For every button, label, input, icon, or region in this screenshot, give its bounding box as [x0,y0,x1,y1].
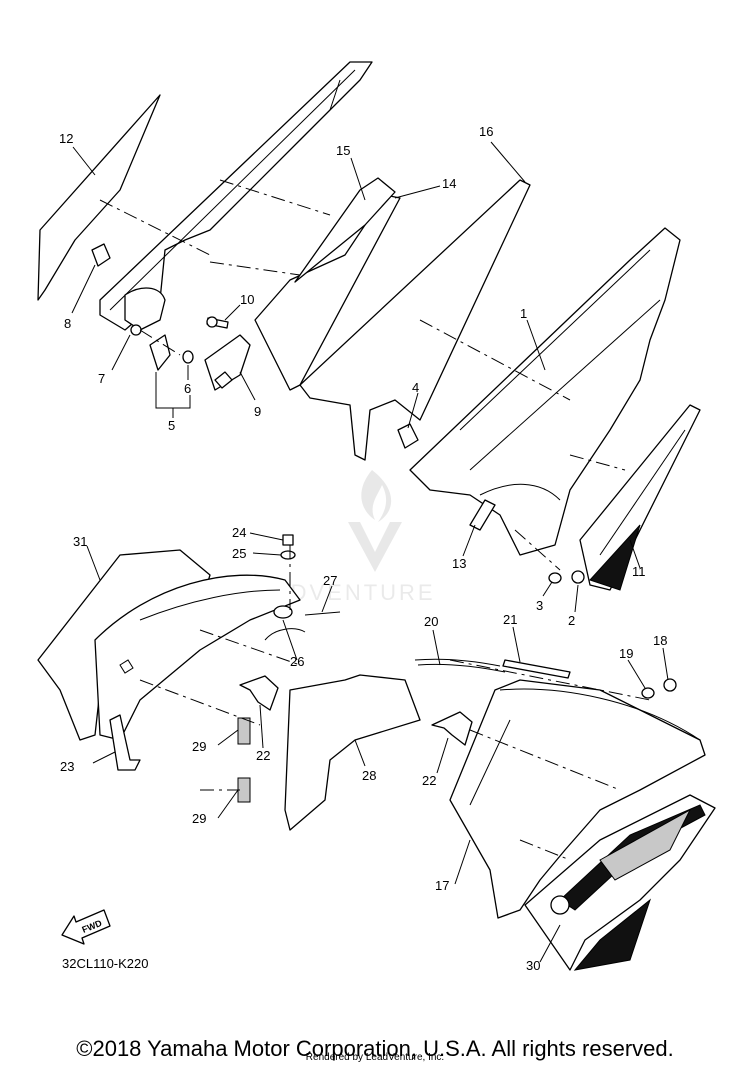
diagram-code: 32CL110-K220 [62,956,149,971]
frame-cover [99,61,373,331]
fwd-arrow-icon: FWD [61,909,111,945]
washer-25 [280,550,296,560]
bolt-2 [571,570,585,584]
side-cover-1 [409,227,681,556]
callout-1: 1 [520,306,527,321]
damper-22b [431,711,473,746]
callout-11: 11 [632,564,646,579]
callout-29b: 29 [192,811,206,826]
bolt-7 [130,324,142,336]
damper-22a [239,675,279,711]
callout-20: 20 [424,614,438,629]
rendered-by-credit: Rendered by LeadVenture, Inc. [305,1052,445,1063]
callout-17: 17 [435,878,449,893]
leader-lines [71,141,669,963]
side-panel-12 [37,94,161,301]
callout-30: 30 [526,958,540,973]
panel-28 [284,674,421,831]
callout-25: 25 [232,546,246,561]
clip-4 [397,423,419,449]
strip-21 [502,659,571,679]
washer-3 [548,572,562,584]
callout-8: 8 [64,316,71,331]
callout-21: 21 [503,612,517,627]
bolt-18 [663,678,677,692]
callout-12: 12 [59,131,73,146]
washer-19 [641,687,655,699]
callout-10: 10 [240,292,254,307]
graphic-30 [524,794,716,971]
damper-15 [294,177,396,283]
callout-13: 13 [452,556,466,571]
callout-7: 7 [98,371,105,386]
cover-16 [299,179,531,461]
callout-31: 31 [73,534,87,549]
callout-9: 9 [254,404,261,419]
bracket-23 [109,659,141,771]
callout-24: 24 [232,525,246,540]
bracket-9 [149,334,251,391]
callouts: 1 2 3 4 5 6 7 8 9 10 11 12 13 14 15 16 1… [59,124,667,973]
callout-18: 18 [653,633,667,648]
strip-27 [304,611,341,616]
side-cover-17 [449,679,706,919]
callout-16: 16 [479,124,493,139]
callout-27: 27 [323,573,337,588]
callout-23: 23 [60,759,74,774]
callout-3: 3 [536,598,543,613]
assembly-lines [99,179,651,861]
callout-6: 6 [184,381,191,396]
bolt-24 [282,534,294,546]
callout-22b: 22 [422,773,436,788]
callout-2: 2 [568,613,575,628]
clip-8 [91,243,111,267]
callout-29a: 29 [192,739,206,754]
strip-20 [414,658,506,673]
grommet-26 [264,605,306,641]
graphic-11 [579,404,701,591]
callout-22a: 22 [256,748,270,763]
air-duct [94,574,301,741]
callout-5: 5 [168,418,175,433]
callout-26: 26 [290,654,304,669]
callout-14: 14 [442,176,456,191]
callout-28: 28 [362,768,376,783]
callout-19: 19 [619,646,633,661]
bolt-10 [206,316,229,329]
collar-6 [182,350,194,364]
bracket-13 [469,499,496,531]
pad-29a [237,717,251,745]
callout-15: 15 [336,143,350,158]
copyright-notice: ©2018 Yamaha Motor Corporation, U.S.A. A… [76,1036,674,1061]
callout-4: 4 [412,380,419,395]
